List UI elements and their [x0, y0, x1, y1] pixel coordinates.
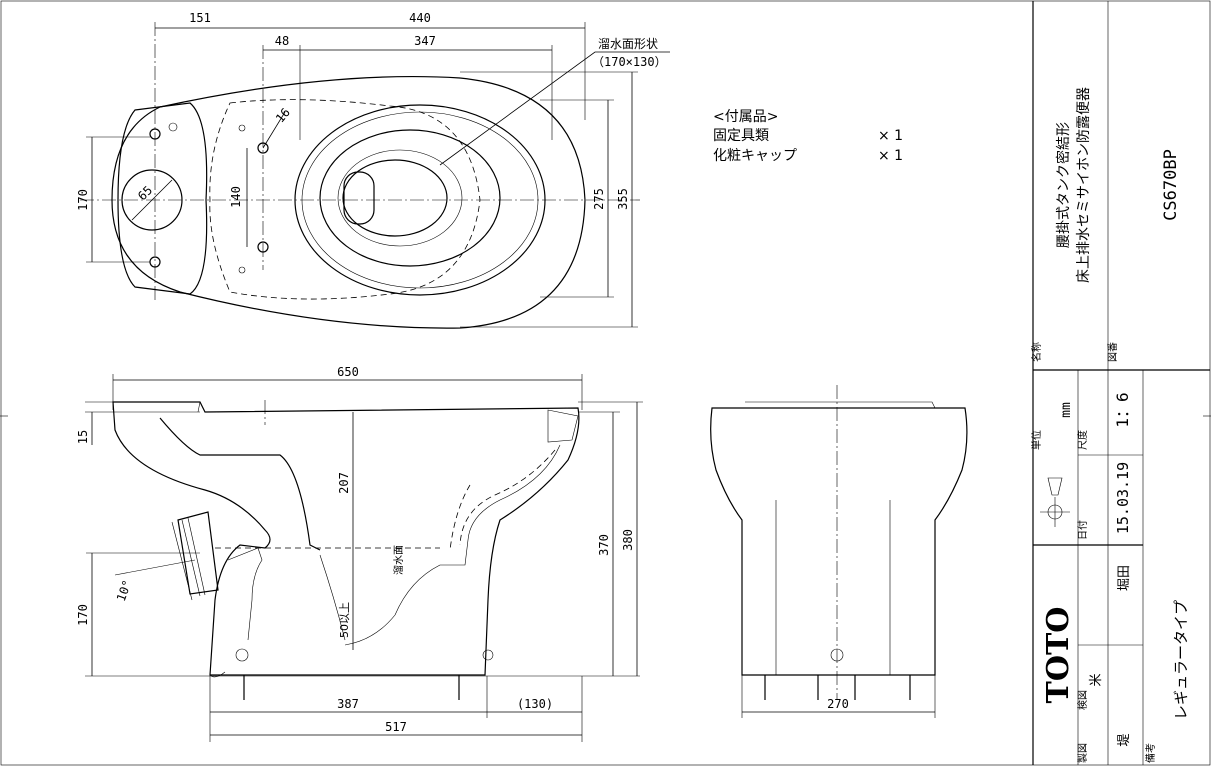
product-name-line1: 腰掛式タンク密結形 — [1055, 122, 1072, 248]
label-notes: 備考 — [1144, 743, 1157, 763]
dim-207: 207 — [337, 472, 351, 494]
dim-48: 48 — [275, 34, 289, 48]
date-value: 15.03.19 — [1114, 462, 1132, 534]
dim-650: 650 — [337, 365, 359, 379]
label-checked: 検図 — [1076, 690, 1089, 710]
checked-by: 米 — [1089, 673, 1104, 686]
dim-275: 275 — [592, 188, 606, 210]
dim-387: 387 — [337, 697, 359, 711]
dim-130: (130) — [517, 697, 553, 711]
title-block — [1032, 1, 1210, 765]
dim-370: 370 — [597, 534, 611, 556]
label-name: 名称 — [1030, 342, 1043, 362]
drawing-number: CS670BP — [1161, 149, 1181, 221]
dim-15: 15 — [76, 430, 90, 444]
top-view — [80, 22, 670, 329]
accessories-list: <付属品> 固定具類 × 1 化粧キャップ × 1 — [713, 109, 903, 164]
accessory-item-name: 化粧キャップ — [713, 148, 797, 164]
brand-logo: TOTO — [1041, 607, 1076, 704]
accessory-item-name: 固定具類 — [713, 128, 769, 144]
label-water-surface: 溜水面 — [392, 545, 405, 575]
label-water-surface-shape: 溜水面形状 — [598, 36, 658, 51]
drawn-by: 堤 — [1117, 733, 1132, 746]
accessory-item-qty: × 1 — [878, 128, 903, 144]
dim-170-top: 170 — [76, 189, 90, 211]
scale-value: 1：6 — [1113, 392, 1132, 427]
label-drawn: 製図 — [1076, 743, 1089, 763]
dim-347: 347 — [414, 34, 436, 48]
dim-380: 380 — [621, 529, 635, 551]
dim-10deg: 10° — [114, 578, 135, 603]
side-view — [85, 374, 643, 742]
unit-value: mm — [1059, 402, 1074, 418]
dim-151: 151 — [189, 11, 211, 25]
accessory-item-qty: × 1 — [878, 148, 903, 164]
label-date: 日付 — [1076, 520, 1089, 540]
label-drawing-no: 図番 — [1107, 342, 1119, 362]
label-water-surface-size: （170×130） — [592, 55, 667, 69]
front-view — [710, 385, 968, 718]
label-unit: 単位 — [1030, 430, 1043, 450]
dim-517: 517 — [385, 720, 407, 734]
dim-440: 440 — [409, 11, 431, 25]
dim-355: 355 — [616, 188, 630, 210]
notes-value: レギュラータイプ — [1172, 600, 1190, 720]
dim-16: 16 — [273, 105, 293, 125]
accessories-heading: <付属品> — [713, 109, 778, 125]
product-name-line2: 床上排水セミサイホン防露便器 — [1076, 87, 1092, 283]
dim-140: 140 — [229, 186, 243, 208]
approved-by: 堀田 — [1117, 565, 1132, 591]
dim-50-min: 50以上 — [338, 602, 351, 638]
dim-170-side: 170 — [76, 604, 90, 626]
label-scale: 尺度 — [1076, 430, 1089, 450]
dim-270: 270 — [827, 697, 849, 711]
